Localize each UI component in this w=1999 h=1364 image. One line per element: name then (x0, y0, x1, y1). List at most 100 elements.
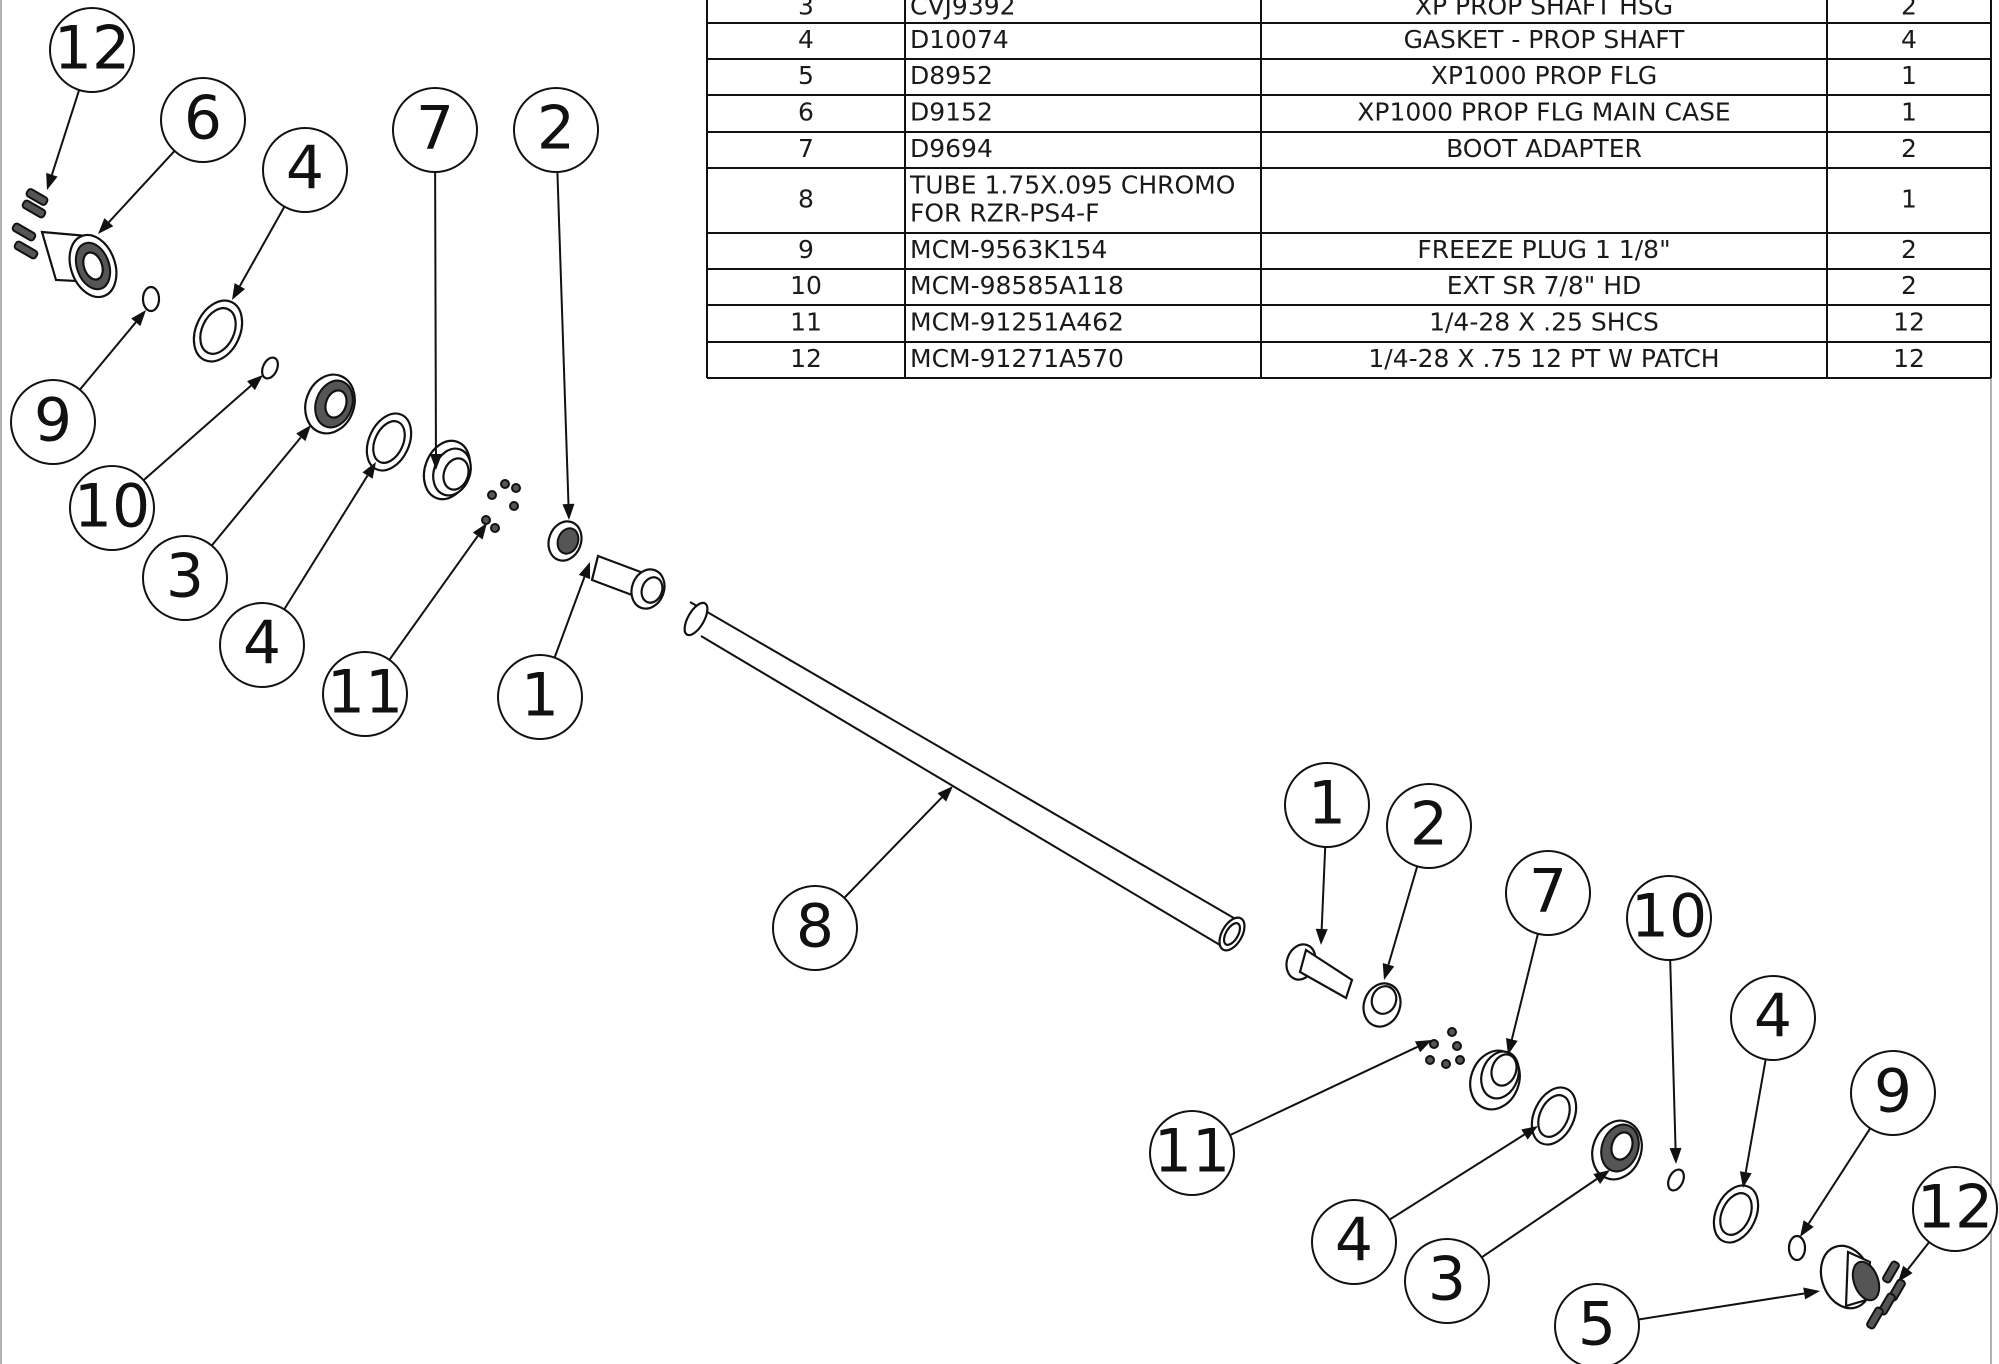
leader-arrowhead (98, 218, 114, 234)
leader-arrowhead (578, 562, 591, 580)
snap-ring-part (261, 356, 279, 380)
threaded-stub-part (590, 554, 666, 610)
leader-line (1638, 1292, 1805, 1321)
balloon-label: 12 (54, 14, 130, 84)
bom-item-number: 9 (798, 235, 814, 264)
threaded-stub-part (1285, 943, 1354, 1000)
balloon-circle (69, 465, 155, 551)
leader-line (434, 171, 437, 455)
freeze-plug-part (141, 285, 161, 313)
balloon-circle (392, 87, 478, 173)
bom-item-number: 8 (798, 185, 814, 214)
balloon-item-2: 2 (1382, 783, 1472, 980)
balloon-label: 8 (796, 892, 834, 962)
balloon-item-12: 12 (46, 7, 135, 190)
balloon-label: 9 (1874, 1057, 1912, 1127)
bom-item-number: 4 (798, 25, 814, 54)
balloon-label: 4 (1754, 982, 1792, 1052)
leader-arrowhead (1315, 928, 1328, 945)
leader-arrowhead (1898, 1265, 1913, 1282)
bolts-lower-right (1866, 1260, 1906, 1330)
leader-arrowhead (937, 786, 953, 802)
bolts-upper-left (11, 188, 49, 260)
tube-part (683, 601, 1246, 952)
bom-description: EXT SR 7/8" HD (1447, 271, 1642, 300)
balloon-item-10: 10 (1626, 875, 1712, 1164)
balloon-circle (497, 654, 583, 740)
leader-arrowhead (131, 310, 146, 327)
parts-group (11, 188, 1906, 1330)
leader-arrowhead (1414, 1040, 1432, 1053)
balloon-circle (1626, 875, 1712, 961)
leader-line (238, 206, 286, 287)
balloon-circle (160, 77, 246, 163)
bom-quantity: 1 (1901, 98, 1917, 127)
balloon-item-4: 4 (1311, 1126, 1538, 1285)
bom-quantity: 1 (1901, 61, 1917, 90)
bom-grid-lines (706, 0, 1992, 379)
bom-item-number: 7 (798, 134, 814, 163)
bom-part-number: MCM-9563K154 (910, 235, 1107, 264)
bushing-part (1362, 982, 1402, 1028)
leader-arrowhead (232, 283, 246, 300)
bom-description: BOOT ADAPTER (1446, 134, 1642, 163)
balloon-item-10: 10 (69, 375, 263, 551)
leader-line (843, 796, 943, 899)
balloon-label: 9 (34, 386, 72, 456)
prop-flange-part (1819, 1244, 1881, 1310)
balloon-item-4: 4 (1730, 975, 1816, 1188)
leader-arrowhead (562, 503, 575, 520)
balloon-circle (49, 7, 135, 93)
bom-item-number: 6 (798, 98, 814, 127)
balloon-label: 1 (521, 661, 559, 731)
balloon-circle (1386, 783, 1472, 869)
balloon-label: 4 (286, 134, 324, 204)
leader-line (1807, 1127, 1872, 1225)
balloon-label: 10 (1631, 882, 1707, 952)
balloon-item-9: 9 (1800, 1050, 1936, 1237)
balloon-circle (772, 885, 858, 971)
leader-line (553, 576, 586, 658)
boot-adapter-part (1469, 1049, 1521, 1111)
leader-line (1510, 933, 1539, 1040)
balloon-label: 10 (74, 472, 150, 542)
leader-line (1388, 1133, 1525, 1221)
bom-description: FREEZE PLUG 1 1/8" (1417, 235, 1670, 264)
bom-quantity: 1 (1901, 185, 1917, 214)
bom-item-number: 3 (798, 0, 814, 21)
balloon-item-11: 11 (1149, 1040, 1432, 1196)
bom-quantity: 12 (1893, 344, 1925, 373)
balloon-item-3: 3 (142, 425, 311, 621)
bom-part-number: TUBE 1.75X.095 CHROMO (909, 171, 1235, 200)
bom-item-number: 5 (798, 61, 814, 90)
balloon-item-11: 11 (322, 523, 487, 737)
flange-main-case-part (40, 230, 118, 299)
balloon-item-12: 12 (1898, 1166, 1998, 1282)
leader-arrowhead (472, 523, 487, 540)
gasket-part (365, 412, 413, 472)
bom-quantity: 2 (1901, 0, 1917, 21)
leader-line (108, 150, 176, 223)
leader-line (50, 89, 81, 176)
freeze-plug-part (1787, 1234, 1807, 1262)
leader-line (142, 384, 252, 481)
bom-part-number: D9694 (910, 134, 993, 163)
leader-line (79, 321, 137, 391)
balloon-circle (219, 602, 305, 688)
balloon-item-4: 4 (232, 127, 348, 300)
leader-line (1907, 1241, 1930, 1271)
gasket-part (192, 299, 244, 363)
balloon-item-1: 1 (497, 562, 591, 740)
leader-arrowhead (296, 425, 311, 442)
bom-part-number: FOR RZR-PS4-F (910, 199, 1100, 228)
balloon-circle (1404, 1238, 1490, 1324)
balloon-circle (1505, 850, 1591, 936)
housing-part (1591, 1119, 1643, 1181)
balloon-item-9: 9 (10, 310, 146, 465)
bom-quantity: 4 (1901, 25, 1917, 54)
